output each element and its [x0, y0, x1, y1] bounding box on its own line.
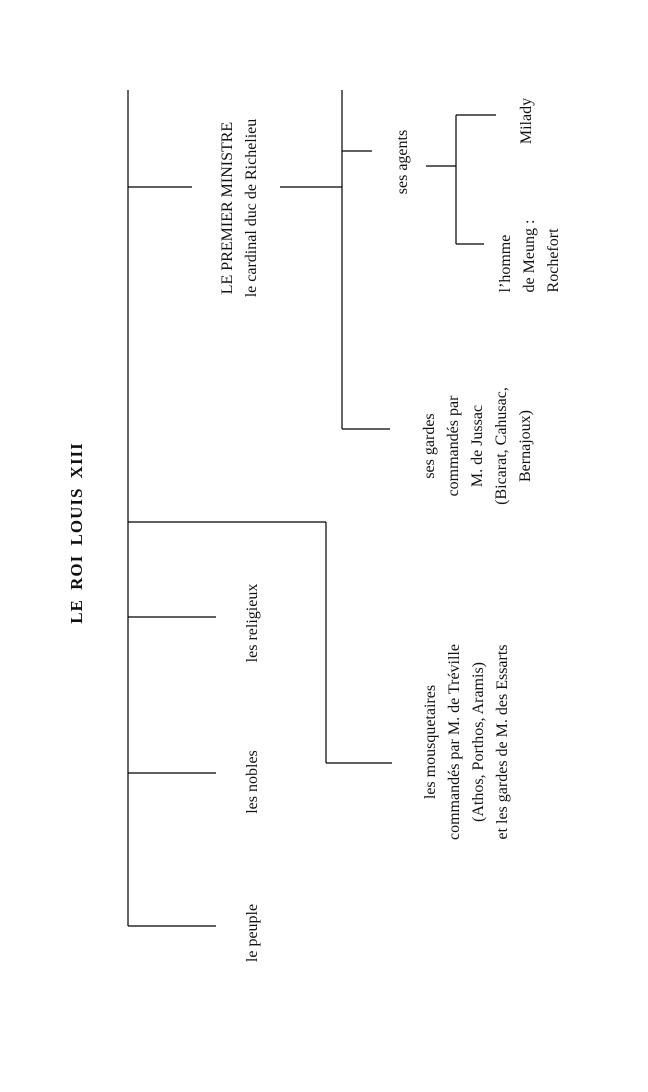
- node-ministre: LE PREMIER MINISTRE le cardinal duc de R…: [216, 119, 264, 298]
- node-milady: Milady: [518, 97, 535, 145]
- mousquetaires-line-3: (Athos, Porthos, Aramis): [470, 662, 487, 822]
- gardes-line-4: (Bicarat, Cahusac,: [493, 387, 510, 505]
- node-peuple: le peuple: [244, 903, 261, 963]
- gardes-line-3: M. de Jussac: [469, 404, 486, 488]
- homme-line-2: de Meung :: [521, 219, 538, 293]
- mousquetaires-line-1: les mousquetaires: [422, 684, 439, 800]
- homme-line-1: l’homme: [497, 234, 514, 293]
- mousquetaires-line-2: commandés par M. de Tréville: [446, 644, 463, 840]
- homme-line-3: Rochefort: [545, 228, 562, 293]
- node-nobles: les nobles: [244, 750, 261, 814]
- gardes-line-5: Bernajoux): [517, 410, 534, 482]
- diagram-title: LE ROI LOUIS XIII: [67, 442, 86, 624]
- mousquetaires-line-4: et les gardes de M. des Essarts: [494, 644, 511, 840]
- node-religieux: les religieux: [244, 583, 261, 663]
- gardes-line-2: commandés par: [445, 395, 462, 497]
- node-homme-de-meung: l’homme de Meung : Rochefort: [494, 220, 566, 293]
- node-mousquetaires: les mousquetaires commandés par M. de Tr…: [419, 644, 515, 840]
- node-agents: ses agents: [394, 129, 411, 195]
- ministre-line-1: LE PREMIER MINISTRE: [219, 121, 236, 295]
- ministre-line-2: le cardinal duc de Richelieu: [243, 118, 260, 298]
- gardes-line-1: ses gardes: [421, 413, 438, 479]
- node-gardes: ses gardes commandés par M. de Jussac (B…: [418, 387, 538, 505]
